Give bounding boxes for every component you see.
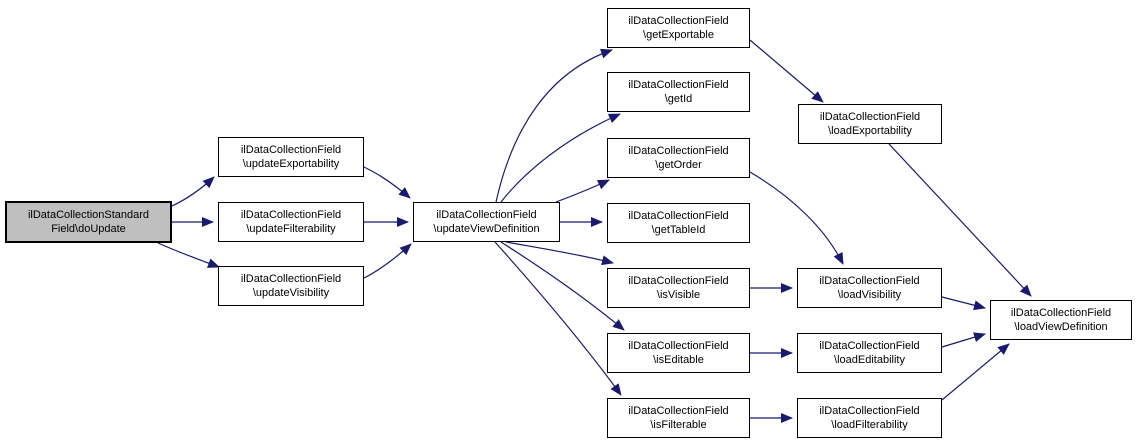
- node-loadFilterability[interactable]: ilDataCollectionField \loadFilterability: [797, 398, 942, 438]
- node-isVisible-line1: ilDataCollectionField: [628, 275, 729, 287]
- node-getOrder-line2: \getOrder: [655, 159, 702, 171]
- edge-updateViewDefinition-isEditable: [500, 241, 625, 331]
- edge-updateViewDefinition-isVisible: [505, 241, 614, 266]
- node-updateExportability[interactable]: ilDataCollectionField \updateExportabili…: [218, 137, 364, 177]
- node-loadExportability-line2: \loadExportability: [828, 125, 912, 137]
- node-updateExportability-line2: \updateExportability: [242, 158, 340, 170]
- node-updateFilterability-line2: \updateFilterability: [246, 223, 336, 235]
- edge-loadFilterability-loadViewDefinition: [941, 343, 1010, 401]
- node-isEditable-line2: \isEditable: [653, 354, 704, 366]
- node-loadViewDefinition-line1: ilDataCollectionField: [1010, 307, 1112, 319]
- node-doUpdate-line2: Field\doUpdate: [51, 223, 126, 235]
- node-loadViewDefinition[interactable]: ilDataCollectionField \loadViewDefinitio…: [990, 300, 1132, 340]
- edge-loadEditability-loadViewDefinition: [941, 332, 986, 348]
- node-isEditable[interactable]: ilDataCollectionField \isEditable: [607, 333, 750, 373]
- node-getTableId-line2: \getTableId: [651, 224, 706, 236]
- node-getOrder-line1: ilDataCollectionField: [628, 145, 729, 157]
- node-updateExportability-line1: ilDataCollectionField: [240, 144, 342, 156]
- node-loadVisibility-line2: \loadVisibility: [837, 289, 902, 301]
- node-updateVisibility-line1: ilDataCollectionField: [240, 273, 342, 285]
- edge-doUpdate-updateExportability: [171, 176, 215, 207]
- node-doUpdate-line1: ilDataCollectionStandard: [27, 209, 150, 221]
- edge-loadVisibility-loadViewDefinition: [941, 296, 986, 311]
- node-getId-line2: \getId: [664, 93, 693, 105]
- node-loadEditability[interactable]: ilDataCollectionField \loadEditability: [797, 333, 942, 373]
- node-loadFilterability-line2: \loadFilterability: [831, 419, 908, 431]
- node-updateViewDefinition-line2: \updateViewDefinition: [433, 223, 540, 235]
- node-getId-line1: ilDataCollectionField: [628, 79, 729, 91]
- edge-loadExportability-loadViewDefinition: [888, 143, 1032, 297]
- node-getId[interactable]: ilDataCollectionField \getId: [607, 72, 750, 112]
- node-getTableId-line1: ilDataCollectionField: [628, 210, 729, 222]
- edge-updateViewDefinition-getExportable: [495, 48, 613, 203]
- edge-updateViewDefinition-getOrder: [555, 179, 610, 203]
- node-loadFilterability-line1: ilDataCollectionField: [819, 405, 920, 417]
- edge-doUpdate-updateVisibility: [157, 242, 220, 268]
- node-updateViewDefinition-line1: ilDataCollectionField: [436, 209, 537, 221]
- node-loadExportability[interactable]: ilDataCollectionField \loadExportability: [798, 104, 942, 144]
- node-loadExportability-line1: ilDataCollectionField: [819, 111, 921, 123]
- node-getExportable-line2: \getExportable: [643, 29, 714, 41]
- node-isFilterable-line2: \isFilterable: [650, 419, 707, 431]
- node-isEditable-line1: ilDataCollectionField: [628, 340, 729, 352]
- node-doUpdate[interactable]: ilDataCollectionStandard Field\doUpdate: [5, 201, 172, 243]
- node-loadVisibility[interactable]: ilDataCollectionField \loadVisibility: [797, 268, 942, 308]
- edge-updateExportability-updateViewDefinition: [363, 166, 411, 199]
- edge-updateViewDefinition-isFilterable: [494, 241, 622, 396]
- edge-getExportable-loadExportability: [749, 39, 824, 103]
- node-updateFilterability-line1: ilDataCollectionField: [240, 209, 342, 221]
- node-isVisible-line2: \isVisible: [656, 289, 701, 301]
- edge-updateVisibility-updateViewDefinition: [363, 243, 412, 279]
- node-isVisible[interactable]: ilDataCollectionField \isVisible: [607, 268, 750, 308]
- node-isFilterable-line1: ilDataCollectionField: [628, 405, 729, 417]
- node-updateFilterability[interactable]: ilDataCollectionField \updateFilterabili…: [218, 202, 364, 242]
- edge-updateViewDefinition-getId: [500, 113, 621, 203]
- node-loadVisibility-line1: ilDataCollectionField: [819, 275, 920, 287]
- node-loadEditability-line1: ilDataCollectionField: [819, 340, 920, 352]
- node-getExportable-line1: ilDataCollectionField: [628, 15, 729, 27]
- node-loadEditability-line2: \loadEditability: [834, 354, 905, 366]
- node-loadViewDefinition-line2: \loadViewDefinition: [1014, 321, 1108, 333]
- edge-getOrder-loadVisibility: [749, 171, 844, 265]
- node-isFilterable[interactable]: ilDataCollectionField \isFilterable: [607, 398, 750, 438]
- node-getExportable[interactable]: ilDataCollectionField \getExportable: [607, 8, 750, 48]
- node-updateVisibility[interactable]: ilDataCollectionField \updateVisibility: [218, 266, 364, 306]
- node-getTableId[interactable]: ilDataCollectionField \getTableId: [607, 203, 750, 243]
- node-updateViewDefinition[interactable]: ilDataCollectionField \updateViewDefinit…: [413, 202, 560, 242]
- node-updateVisibility-line2: \updateVisibility: [252, 287, 330, 299]
- node-getOrder[interactable]: ilDataCollectionField \getOrder: [607, 138, 750, 178]
